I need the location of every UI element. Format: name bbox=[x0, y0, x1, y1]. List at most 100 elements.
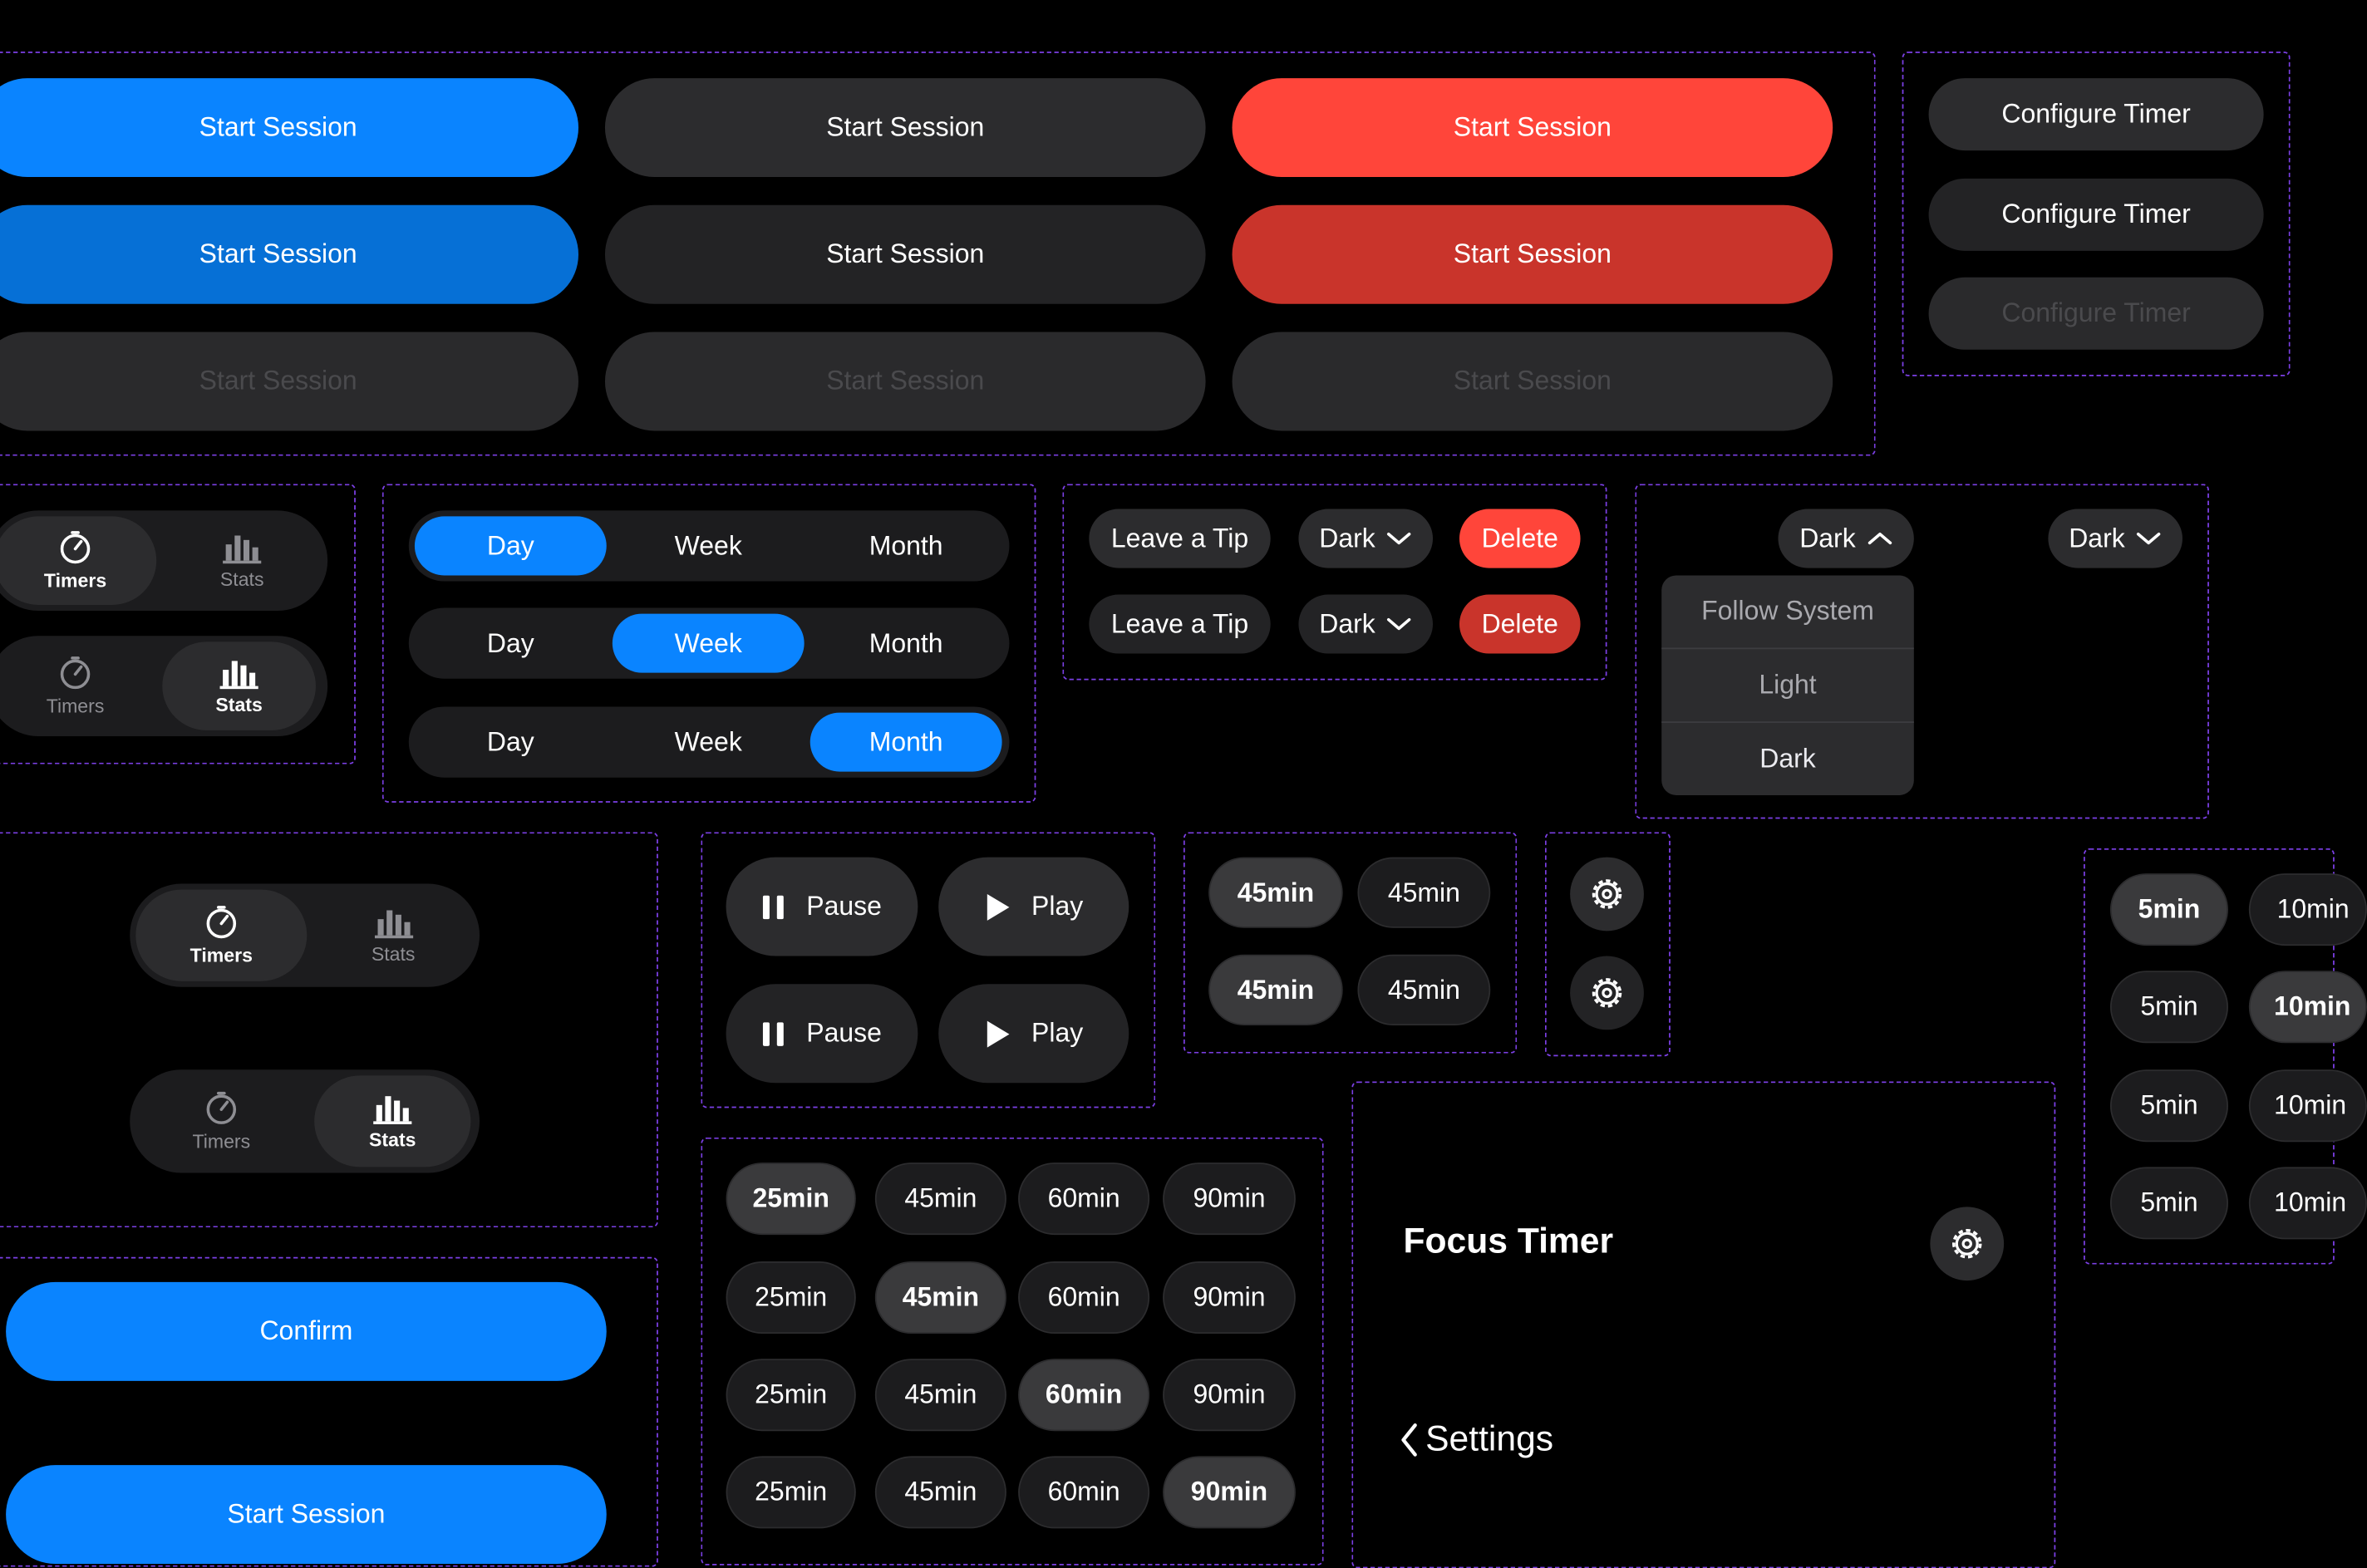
tab-stats[interactable]: Stats bbox=[162, 516, 322, 605]
segment-week[interactable]: Week bbox=[612, 613, 805, 673]
chart-bar-icon bbox=[373, 1096, 412, 1124]
duration-chip[interactable]: 5min bbox=[2109, 1069, 2229, 1143]
group-small-buttons bbox=[1062, 484, 1607, 681]
segment-month[interactable]: Month bbox=[869, 627, 943, 657]
duration-chip-selected[interactable]: 5min bbox=[2109, 873, 2229, 946]
segment-month[interactable]: Month bbox=[810, 712, 1002, 772]
timer-icon bbox=[206, 1091, 237, 1124]
duration-chip[interactable]: 45min bbox=[874, 1456, 1006, 1529]
theme-dropdown-label: Dark bbox=[1319, 523, 1375, 553]
duration-chip[interactable]: 5min bbox=[2109, 971, 2229, 1044]
duration-chip[interactable]: 60min bbox=[1018, 1261, 1150, 1335]
tab-timers[interactable]: Timers bbox=[135, 889, 308, 981]
duration-chip-selected[interactable]: 45min bbox=[1208, 954, 1343, 1025]
segment-day[interactable]: Day bbox=[414, 516, 607, 576]
menu-item-light[interactable]: Light bbox=[1661, 649, 1914, 723]
duration-chip-selected[interactable]: 10min bbox=[2248, 971, 2367, 1044]
duration-chip[interactable]: 90min bbox=[1163, 1162, 1296, 1236]
group-duration-pair bbox=[1183, 832, 1518, 1054]
theme-dropdown-open[interactable]: Dark bbox=[1778, 509, 1914, 568]
group-short-durations bbox=[2084, 848, 2335, 1265]
delete-button[interactable]: Delete bbox=[1459, 509, 1581, 568]
menu-item-follow-system[interactable]: Follow System bbox=[1661, 575, 1914, 650]
menu-item-dark[interactable]: Dark bbox=[1759, 743, 1816, 774]
duration-chip-selected[interactable]: 25min bbox=[726, 1162, 856, 1236]
tab-stats[interactable]: Stats bbox=[314, 1075, 471, 1167]
timer-icon bbox=[60, 531, 91, 564]
pause-button-pressed[interactable]: Pause bbox=[726, 984, 918, 1084]
start-session-button-primary[interactable]: Start Session bbox=[0, 78, 578, 178]
group-navigation bbox=[1351, 1081, 2056, 1568]
chevron-down-icon bbox=[1386, 617, 1411, 631]
settings-button-pressed[interactable] bbox=[1570, 956, 1644, 1030]
start-session-button-secondary-disabled: Start Session bbox=[604, 332, 1206, 431]
back-button[interactable]: Settings bbox=[1399, 1419, 1553, 1461]
duration-chip[interactable]: 45min bbox=[874, 1162, 1006, 1236]
group-settings-icons bbox=[1544, 832, 1671, 1057]
duration-chip[interactable]: 60min bbox=[1018, 1456, 1150, 1529]
tab-label: Timers bbox=[43, 569, 107, 592]
tab-timers[interactable]: Timers bbox=[135, 1075, 307, 1167]
settings-button[interactable] bbox=[1570, 857, 1644, 931]
configure-timer-button-pressed[interactable]: Configure Timer bbox=[1928, 178, 2264, 251]
start-session-button-primary-pressed[interactable]: Start Session bbox=[0, 204, 578, 304]
start-session-button-destructive-pressed[interactable]: Start Session bbox=[1232, 204, 1833, 304]
segment-month[interactable]: Month bbox=[869, 530, 943, 560]
duration-chip[interactable]: 90min bbox=[1163, 1359, 1296, 1432]
theme-dropdown[interactable]: Dark bbox=[2048, 509, 2182, 568]
chart-bar-icon bbox=[374, 910, 413, 939]
duration-chip[interactable]: 25min bbox=[726, 1456, 856, 1529]
theme-dropdown[interactable]: Dark bbox=[1298, 509, 1434, 568]
chevron-down-icon bbox=[1386, 532, 1411, 545]
duration-chip[interactable]: 10min bbox=[2248, 1167, 2367, 1240]
duration-chip[interactable]: 10min bbox=[2248, 873, 2367, 946]
back-label: Settings bbox=[1425, 1419, 1554, 1459]
configure-timer-button[interactable]: Configure Timer bbox=[1928, 78, 2264, 151]
segment-week[interactable]: Week bbox=[674, 726, 742, 756]
settings-button[interactable] bbox=[1930, 1207, 2005, 1281]
duration-chip[interactable]: 45min bbox=[874, 1359, 1006, 1432]
confirm-button[interactable]: Confirm bbox=[6, 1281, 607, 1381]
configure-timer-button-disabled: Configure Timer bbox=[1928, 277, 2264, 350]
duration-chip-selected[interactable]: 60min bbox=[1018, 1359, 1150, 1432]
group-configure-timer bbox=[1902, 52, 2291, 376]
tab-stats[interactable]: Stats bbox=[162, 641, 316, 730]
tab-label: Stats bbox=[369, 1128, 416, 1151]
timer-icon bbox=[60, 656, 91, 690]
duration-chip[interactable]: 5min bbox=[2109, 1167, 2229, 1240]
play-button[interactable]: Play bbox=[938, 857, 1129, 956]
theme-dropdown-pressed[interactable]: Dark bbox=[1298, 594, 1434, 654]
tab-bar: Timers Stats bbox=[130, 883, 480, 987]
tab-timers[interactable]: Timers bbox=[0, 516, 157, 605]
duration-chip[interactable]: 60min bbox=[1018, 1162, 1150, 1236]
duration-chip-selected[interactable]: 45min bbox=[1208, 857, 1343, 928]
pause-button[interactable]: Pause bbox=[726, 857, 918, 956]
duration-chip[interactable]: 45min bbox=[1357, 954, 1491, 1025]
start-session-button[interactable]: Start Session bbox=[6, 1465, 607, 1565]
tab-stats[interactable]: Stats bbox=[312, 890, 474, 981]
duration-chip-selected[interactable]: 45min bbox=[874, 1261, 1006, 1335]
duration-chip[interactable]: 10min bbox=[2248, 1069, 2367, 1143]
duration-chip[interactable]: 45min bbox=[1357, 857, 1491, 928]
period-segmented-control: Day Week Month bbox=[408, 706, 1010, 778]
delete-button-pressed[interactable]: Delete bbox=[1459, 594, 1581, 654]
duration-chip[interactable]: 90min bbox=[1163, 1261, 1296, 1335]
start-session-button-secondary[interactable]: Start Session bbox=[604, 78, 1206, 178]
theme-menu: Follow System Light Dark bbox=[1661, 575, 1914, 795]
duration-chip[interactable]: 25min bbox=[726, 1359, 856, 1432]
segment-day[interactable]: Day bbox=[486, 627, 534, 657]
tab-timers[interactable]: Timers bbox=[0, 641, 156, 730]
duration-chip[interactable]: 25min bbox=[726, 1261, 856, 1335]
leave-tip-button[interactable]: Leave a Tip bbox=[1089, 509, 1271, 568]
leave-tip-button-pressed[interactable]: Leave a Tip bbox=[1089, 594, 1271, 654]
segment-day[interactable]: Day bbox=[486, 726, 534, 756]
tab-label: Stats bbox=[371, 942, 416, 966]
play-label: Play bbox=[1031, 891, 1084, 921]
start-session-button-destructive[interactable]: Start Session bbox=[1232, 78, 1833, 178]
start-session-button-secondary-pressed[interactable]: Start Session bbox=[604, 204, 1206, 304]
duration-chip-selected[interactable]: 90min bbox=[1163, 1456, 1296, 1529]
play-button-pressed[interactable]: Play bbox=[938, 984, 1129, 1084]
play-icon bbox=[987, 1020, 1010, 1047]
pause-icon bbox=[763, 1021, 785, 1045]
segment-week[interactable]: Week bbox=[674, 530, 742, 560]
